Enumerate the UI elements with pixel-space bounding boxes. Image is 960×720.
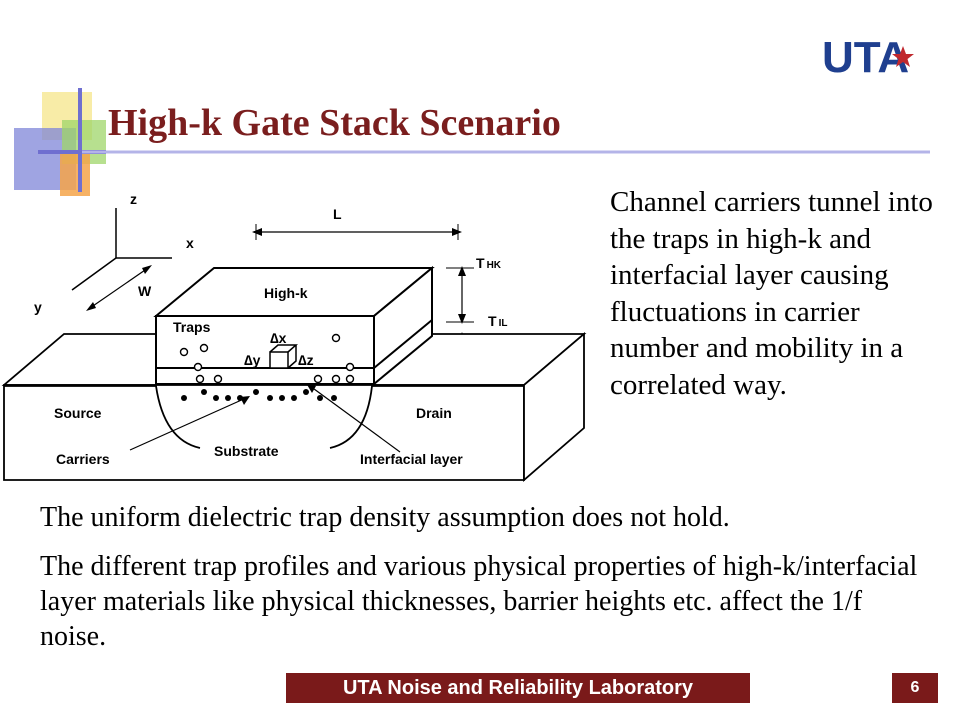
trap-circle — [199, 343, 209, 353]
arrowhead — [252, 228, 262, 236]
trap-volume-cube — [269, 344, 298, 353]
dimension-L-label: L — [333, 206, 342, 222]
drain-label: Drain — [416, 405, 452, 421]
trap-circle — [331, 374, 341, 384]
trap-circle — [195, 374, 205, 384]
trap-volume-cube — [269, 351, 289, 369]
interfacial-layer-front — [155, 367, 375, 385]
carrier-dot — [201, 389, 207, 395]
uta-logo: UTA — [822, 33, 914, 82]
arrowhead — [452, 228, 462, 236]
carrier-dot — [213, 395, 219, 401]
carrier-dot — [291, 395, 297, 401]
arrowhead — [142, 265, 152, 274]
axis-z-label: z — [130, 191, 137, 207]
axis-y-label: y — [34, 299, 42, 315]
trap-volume-cube — [287, 345, 297, 369]
slide-title: High-k Gate Stack Scenario — [108, 102, 561, 144]
delta-x-label: ∆x — [270, 330, 287, 346]
interfacial-layer-edge — [373, 319, 433, 369]
high-k-label: High-k — [264, 285, 308, 301]
trap-circle — [193, 362, 203, 372]
deco-vertical-bar — [78, 88, 82, 192]
arrowhead — [458, 314, 466, 324]
star-icon — [892, 46, 914, 67]
interfacial-layer-label: Interfacial layer — [360, 451, 463, 467]
paragraph-uniform-density: The uniform dielectric trap density assu… — [40, 502, 730, 533]
carrier-dots — [181, 389, 337, 401]
paragraph-trap-profiles: The different trap profiles and various … — [40, 551, 918, 652]
carriers-label: Carriers — [56, 451, 110, 467]
deco-orange-square — [60, 150, 90, 196]
carrier-dot — [331, 395, 337, 401]
dimension-W-label: W — [138, 283, 152, 299]
arrowhead — [306, 383, 316, 393]
drain-region — [329, 385, 524, 449]
trap-circles — [179, 333, 355, 384]
axis-x-label: x — [186, 235, 194, 251]
trap-circle — [345, 374, 355, 384]
carrier-dot — [317, 395, 323, 401]
carrier-dot — [267, 395, 273, 401]
side-description: Channel carriers tunnel into the traps i… — [610, 186, 933, 401]
deco-horizontal-bar — [38, 150, 106, 154]
trap-circle — [179, 347, 189, 357]
trap-circle — [345, 362, 355, 372]
trap-circle — [331, 333, 341, 343]
trap-circle — [213, 374, 223, 384]
svg-text:UTA: UTA — [822, 33, 909, 82]
page-number: 6 — [892, 673, 938, 703]
source-label: Source — [54, 405, 102, 421]
trap-circle — [313, 374, 323, 384]
carrier-dot — [225, 395, 231, 401]
substrate-label: Substrate — [214, 443, 279, 459]
delta-z-label: ∆z — [298, 352, 314, 368]
decorative-squares — [14, 88, 930, 196]
interfacial-pointer — [309, 385, 401, 453]
traps-label: Traps — [173, 319, 211, 335]
arrowhead — [86, 302, 96, 311]
dimension-W-arrow — [89, 267, 149, 309]
carriers-pointer — [129, 397, 247, 451]
axis-y-line — [71, 257, 117, 291]
carrier-dot — [303, 389, 309, 395]
arrowhead — [240, 396, 250, 405]
carrier-dot — [253, 389, 259, 395]
substrate-side-face — [523, 332, 585, 482]
footer-lab-name: UTA Noise and Reliability Laboratory — [286, 673, 750, 703]
arrowhead — [458, 266, 466, 276]
source-region — [4, 385, 201, 449]
carrier-dot — [181, 395, 187, 401]
carrier-dot — [279, 395, 285, 401]
delta-y-label: ∆y — [244, 352, 261, 368]
